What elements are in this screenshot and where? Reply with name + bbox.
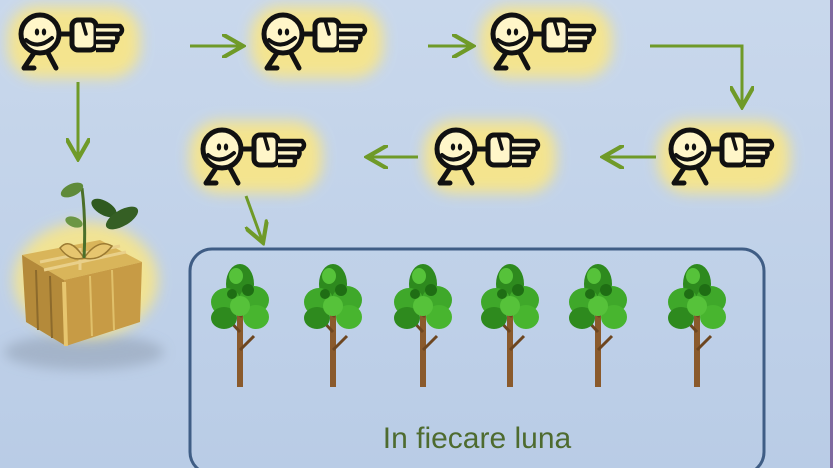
tree-icon-1 (209, 262, 271, 389)
slide-edge-strip (830, 0, 833, 468)
tree-icon-6 (666, 262, 728, 389)
person-icon-1 (8, 6, 140, 78)
trees-caption: In fiecare luna (382, 422, 572, 455)
gift-box-with-sprout-icon (4, 182, 164, 370)
person-icon-5 (424, 121, 556, 193)
tree-icon-5 (567, 262, 629, 389)
arrow-to-trees (246, 195, 262, 240)
person-icon-3 (480, 6, 612, 78)
tree-icon-2 (302, 262, 364, 389)
trees-box (188, 247, 766, 468)
person-icon-6 (190, 121, 322, 193)
trees-row (209, 262, 728, 389)
person-icon-2 (251, 6, 383, 78)
tree-icon-3 (392, 262, 454, 389)
arrow-3-to-4 (650, 44, 742, 104)
person-icon-4 (658, 121, 790, 193)
tree-icon-4 (479, 262, 541, 389)
